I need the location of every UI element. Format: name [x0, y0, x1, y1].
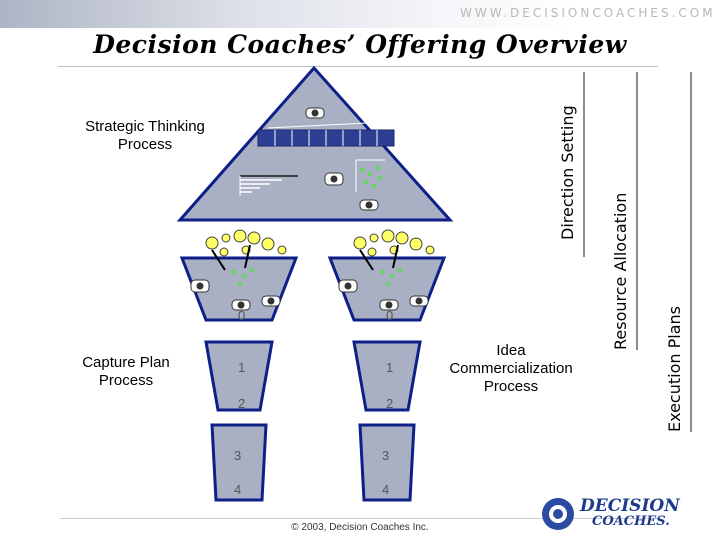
stage-label: 1 [238, 360, 245, 375]
stage-label: 0 [238, 308, 245, 323]
idea-bubbles-left [205, 229, 287, 257]
funnel-green-dots [231, 267, 403, 287]
title-divider [58, 66, 658, 67]
header-banner [0, 0, 720, 28]
stage-label: 3 [382, 448, 389, 463]
stage-label: 2 [238, 396, 245, 411]
stage-label: 3 [234, 448, 241, 463]
stage-label: 0 [386, 308, 393, 323]
funnel-arrows [211, 244, 399, 271]
copyright-text: © 2003, Decision Coaches Inc. [291, 522, 429, 533]
capture-funnel [179, 256, 299, 502]
page-title: Decision Coaches’ Offering Overview [93, 30, 627, 59]
footer-divider [60, 518, 660, 519]
idea-bubbles-right [353, 229, 435, 257]
strategic-thinking-label: Strategic Thinking Process [85, 118, 205, 153]
resource-allocation-label: Resource Allocation [611, 192, 630, 350]
capture-plan-label: Capture Plan Process [82, 354, 170, 389]
board-icon [257, 121, 395, 147]
logo-word-bottom: COACHES. [592, 514, 670, 529]
direction-setting-label: Direction Setting [558, 105, 577, 240]
funnel-person-icons [190, 279, 429, 311]
person-icon [305, 107, 379, 211]
stage-label: 4 [234, 482, 241, 497]
idea-commercialization-label: Idea Commercialization Process [449, 342, 573, 395]
execution-bar [690, 72, 692, 432]
stage-label: 4 [382, 482, 389, 497]
website-url: WWW.DECISIONCOACHES.COM [460, 6, 716, 20]
stage-label: 1 [386, 360, 393, 375]
green-dots [359, 165, 383, 189]
direction-bar [583, 72, 585, 257]
decision-coaches-logo: DECISION COACHES. [540, 494, 710, 534]
execution-plans-label: Execution Plans [665, 306, 684, 432]
resource-bar [636, 72, 638, 350]
logo-word-top: DECISION [580, 496, 680, 516]
logo-emblem-icon [542, 498, 574, 530]
stage-label: 2 [386, 396, 393, 411]
bar-chart-icon [239, 175, 298, 196]
idea-funnel [327, 256, 447, 502]
